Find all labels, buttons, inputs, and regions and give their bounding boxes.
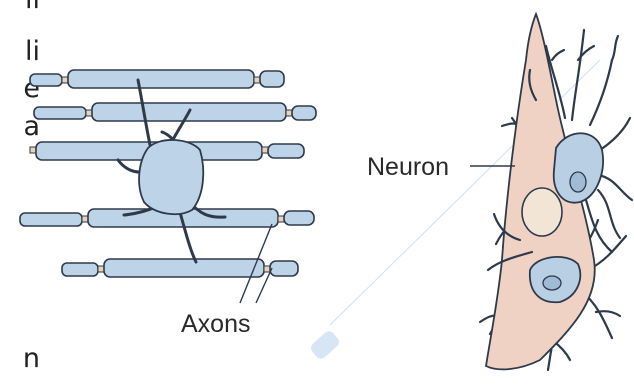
watermark-logo (309, 329, 342, 361)
glial-nucleus (570, 172, 586, 192)
oligodendrocyte-figure: Axons (20, 70, 316, 338)
neuron-nucleus (522, 188, 562, 236)
oligodendrocyte-body (139, 140, 203, 214)
myelinated-axon (34, 103, 316, 121)
axons-label: Axons (181, 310, 250, 338)
myelinated-axon (62, 259, 298, 277)
glial-nucleus (543, 276, 561, 290)
neuron-label: Neuron (367, 153, 449, 181)
myelinated-axon (30, 70, 284, 88)
